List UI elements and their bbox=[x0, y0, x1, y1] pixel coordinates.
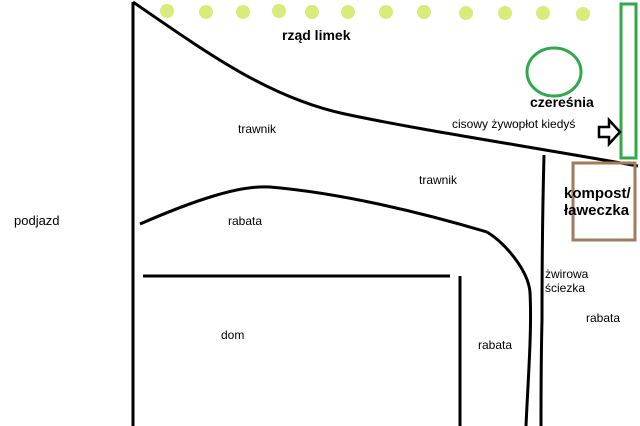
label-lime-row: rząd limek bbox=[282, 27, 351, 43]
lime-tree bbox=[459, 6, 473, 20]
path-edge-right bbox=[539, 154, 546, 426]
lime-tree bbox=[379, 5, 393, 19]
lime-tree bbox=[341, 5, 355, 19]
lime-tree bbox=[417, 5, 431, 19]
lawn-edge-curve bbox=[132, 0, 639, 168]
lime-tree bbox=[305, 5, 319, 19]
lime-tree bbox=[236, 5, 250, 19]
path-edge-left bbox=[486, 230, 533, 426]
lime-tree bbox=[160, 4, 174, 18]
lime-tree bbox=[272, 4, 286, 18]
label-lawn: trawnik bbox=[419, 173, 458, 187]
label-flowerbed: rabata bbox=[478, 338, 513, 352]
lime-row bbox=[160, 4, 590, 21]
cherry-tree-icon bbox=[525, 46, 583, 98]
label-house: dom bbox=[221, 328, 245, 342]
compost-box bbox=[571, 161, 637, 242]
lime-tree bbox=[576, 7, 590, 21]
hedge-rect bbox=[619, 2, 638, 160]
lime-tree bbox=[536, 6, 550, 20]
label-compost-bench: kompost/ ławeczka bbox=[564, 185, 631, 220]
label-cherry-tree: czereśnia bbox=[530, 94, 594, 110]
label-driveway: podjazd bbox=[14, 213, 60, 228]
label-gravel-path: żwirowa ściezka bbox=[545, 267, 589, 296]
label-flowerbed: rabata bbox=[586, 311, 621, 325]
label-lawn: trawnik bbox=[238, 122, 277, 136]
rabata-edge-curve bbox=[139, 185, 488, 234]
lime-tree bbox=[498, 6, 512, 20]
label-yew-hedge: cisowy żywopłot kiedyś bbox=[452, 117, 576, 131]
label-flowerbed: rabata bbox=[228, 214, 263, 228]
lime-tree bbox=[199, 5, 213, 19]
right-arrow-icon bbox=[597, 116, 622, 148]
